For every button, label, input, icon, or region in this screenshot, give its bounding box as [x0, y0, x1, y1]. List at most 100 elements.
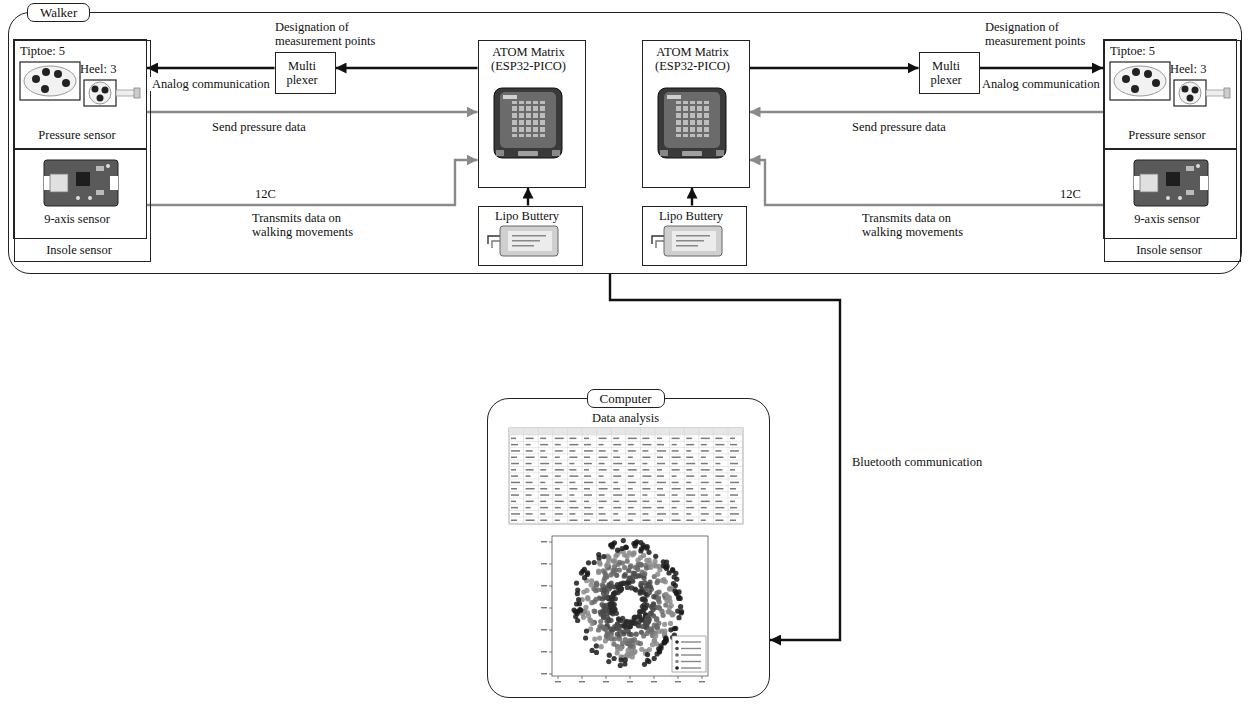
- table-cell-mark: [672, 469, 680, 471]
- axis-tick: [630, 676, 631, 679]
- table-cell-mark: [569, 463, 574, 465]
- signal-note-holder: Designation of measurement points: [985, 20, 1115, 48]
- table-cell-mark: [730, 450, 739, 452]
- table-cell-mark: [584, 507, 591, 509]
- scatter-dot: [596, 552, 601, 557]
- table-cell-mark: [686, 444, 694, 446]
- axis-tick: [549, 652, 552, 653]
- scatter-dot: [611, 642, 616, 647]
- scatter-dot: [632, 550, 637, 555]
- scatter-dot: [612, 590, 617, 595]
- table-cell-mark: [613, 488, 620, 490]
- region-label: Heel: 3: [80, 62, 116, 76]
- table-cell-mark: [642, 507, 651, 509]
- connector-label-holder: Analog communication: [150, 74, 272, 92]
- table-cell-mark: [599, 457, 608, 459]
- axis-tick: [675, 681, 681, 682]
- connector-label: Analog communication: [150, 77, 272, 91]
- table-cell-mark: [540, 450, 545, 452]
- scatter-dot: [618, 629, 623, 634]
- table-cell-mark: [701, 438, 710, 440]
- scatter-dot: [592, 560, 597, 565]
- table-cell-mark: [526, 450, 533, 452]
- battery-box: Lipo Buttery: [478, 206, 583, 266]
- scatter-dot: [633, 587, 638, 592]
- table-cell-mark: [730, 444, 737, 446]
- table-line: [509, 428, 510, 524]
- scatter-dot: [679, 610, 684, 615]
- table-cell-mark: [584, 494, 592, 496]
- scatter-dot: [661, 577, 666, 582]
- table-cell-mark: [599, 488, 608, 490]
- connector-arrow: [750, 160, 1104, 205]
- microcontroller-picture: [658, 88, 726, 158]
- table-cell-mark: [584, 482, 593, 484]
- pressure-sensor-picture: [1110, 62, 1230, 106]
- table-cell-mark: [642, 475, 651, 477]
- legend-entry-mark: [681, 661, 701, 662]
- scatter-dot: [677, 589, 682, 594]
- table-cell-mark: [540, 469, 546, 471]
- table-cell-mark: [599, 463, 605, 465]
- table-cell-mark: [613, 482, 618, 484]
- table-cell-mark: [715, 488, 723, 490]
- table-cell-mark: [730, 469, 735, 471]
- table-cell-mark: [540, 501, 546, 503]
- microcontroller-box: ATOM Matrix (ESP32-PICO): [642, 40, 750, 188]
- table-cell-mark: [730, 507, 737, 509]
- table-cell-mark: [584, 450, 593, 452]
- scatter-dot: [635, 567, 640, 572]
- table-cell-mark: [628, 450, 636, 452]
- scatter-dot: [650, 642, 655, 647]
- table-cell-mark: [599, 507, 604, 509]
- table-cell-mark: [511, 463, 519, 465]
- table-cell-mark: [730, 494, 738, 496]
- table-cell-mark: [555, 520, 560, 522]
- scatter-dot: [641, 606, 646, 611]
- signal-note: Designation of measurement points: [275, 20, 405, 48]
- sensor-label-holder: Pressure sensor: [1104, 128, 1230, 142]
- axis-tick: [699, 681, 705, 682]
- table-cell-mark: [555, 444, 561, 446]
- connector-arrow: [527, 188, 529, 206]
- legend-dot: [675, 653, 679, 657]
- scatter-dot: [625, 554, 630, 559]
- scatter-dot: [626, 653, 631, 658]
- table-cell-mark: [730, 482, 739, 484]
- table-line: [611, 428, 612, 524]
- connector-label: Transmits data on walking movements: [860, 211, 972, 239]
- sensor-label: 9-axis sensor: [14, 212, 140, 226]
- table-line: [625, 428, 626, 524]
- scatter-dot: [613, 607, 618, 612]
- scatter-dot: [584, 628, 589, 633]
- table-cell-mark: [672, 450, 679, 452]
- axis-tick: [654, 676, 655, 679]
- table-cell-mark: [715, 501, 722, 503]
- scatter-dot: [580, 569, 585, 574]
- sensor-label-holder: Pressure sensor: [14, 128, 140, 142]
- scatter-dot: [639, 647, 644, 652]
- scatter-dot: [616, 616, 621, 621]
- table-cell-mark: [526, 520, 535, 522]
- scatter-dot: [592, 609, 597, 614]
- group-label: Insole sensor: [1105, 243, 1234, 257]
- bus-name-holder: 12C: [1060, 187, 1081, 201]
- imu-sensor-box: 9-axis sensor: [1103, 149, 1237, 239]
- table-cell-mark: [642, 520, 650, 522]
- table-cell-mark: [569, 438, 576, 440]
- scatter-dot: [634, 632, 639, 637]
- scatter-dot: [618, 663, 623, 668]
- scatter-dot: [672, 574, 677, 579]
- plot-legend: [675, 640, 701, 670]
- region-label: Tiptoe: 5: [1110, 44, 1155, 58]
- table-line: [640, 428, 641, 524]
- table-cell-mark: [642, 513, 648, 515]
- axis-tick: [541, 563, 547, 564]
- scatter-dot: [594, 582, 599, 587]
- scatter-dot: [657, 567, 662, 572]
- table-cell-mark: [657, 501, 662, 503]
- table-cell-mark: [526, 469, 534, 471]
- microcontroller-box: ATOM Matrix (ESP32-PICO): [478, 40, 586, 188]
- table-cell-mark: [657, 494, 665, 496]
- axis-tick: [541, 673, 547, 674]
